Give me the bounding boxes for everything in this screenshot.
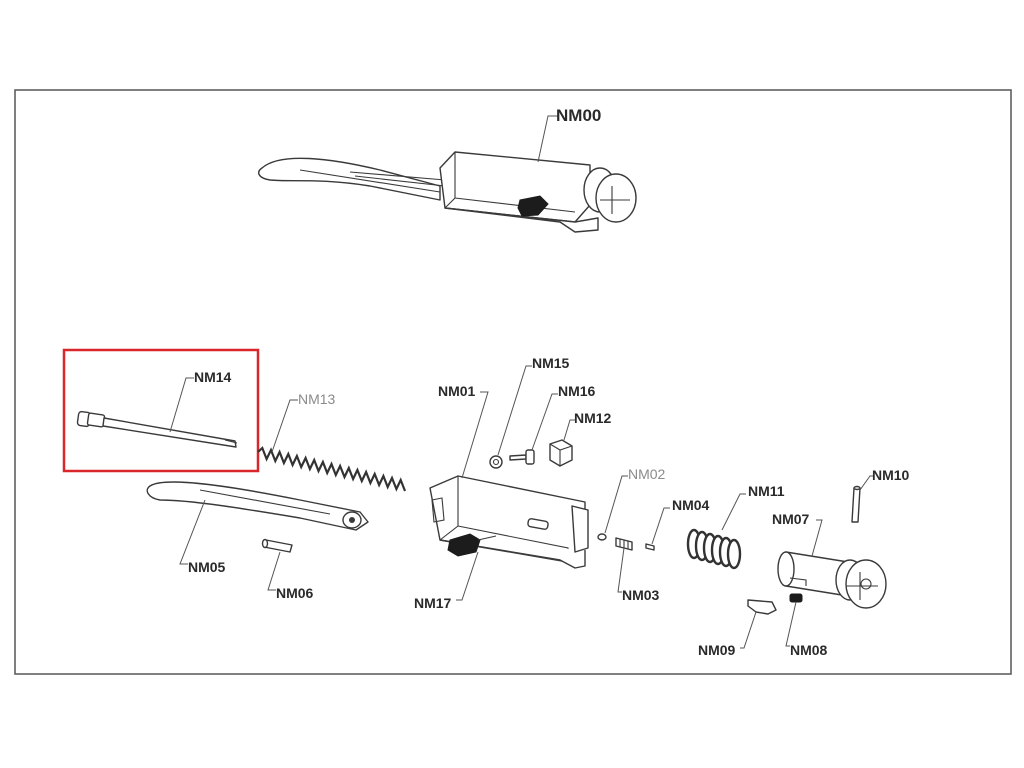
leader-nm07 bbox=[811, 519, 823, 557]
label-nm07: NM07 bbox=[772, 511, 810, 527]
label-nm03: NM03 bbox=[622, 587, 660, 603]
label-nm16: NM16 bbox=[558, 383, 596, 399]
part-nm16-screw bbox=[509, 449, 535, 465]
part-nm13-spring bbox=[257, 446, 407, 492]
leader-nm17 bbox=[456, 551, 479, 601]
part-nm12-block bbox=[549, 439, 573, 467]
label-nm00: NM00 bbox=[556, 106, 601, 125]
label-nm09: NM09 bbox=[698, 642, 736, 658]
label-nm15: NM15 bbox=[532, 355, 570, 371]
part-nm00-assembly bbox=[258, 151, 637, 233]
leader-nm05 bbox=[179, 499, 206, 565]
part-nm17-knob bbox=[447, 533, 497, 557]
label-nm04: NM04 bbox=[672, 497, 710, 513]
leader-nm13 bbox=[271, 399, 298, 453]
leader-nm14 bbox=[169, 377, 194, 433]
leader-nm01 bbox=[461, 391, 489, 479]
leader-nm02 bbox=[604, 475, 628, 534]
part-nm06-pin bbox=[261, 538, 293, 553]
leader-nm09 bbox=[740, 611, 757, 649]
label-nm14: NM14 bbox=[194, 369, 232, 385]
leader-nm00 bbox=[537, 115, 558, 163]
part-nm09-extractor bbox=[747, 599, 777, 615]
leader-nm11 bbox=[721, 493, 746, 531]
leader-nm08 bbox=[785, 601, 797, 647]
leader-nm10 bbox=[859, 475, 874, 491]
leader-nm12 bbox=[563, 419, 576, 441]
label-nm13: NM13 bbox=[298, 391, 336, 407]
leader-nm04 bbox=[651, 507, 670, 545]
label-nm02: NM02 bbox=[628, 466, 666, 482]
label-nm05: NM05 bbox=[188, 559, 226, 575]
label-nm11: NM11 bbox=[748, 483, 785, 499]
leader-nm16 bbox=[531, 393, 558, 451]
part-nm14-firing-pin bbox=[76, 410, 238, 448]
leader-nm06 bbox=[267, 551, 281, 591]
part-nm02-ball bbox=[597, 533, 607, 541]
label-nm01: NM01 bbox=[438, 383, 476, 399]
part-nm08-spring bbox=[789, 593, 803, 603]
part-nm07-bolt-head bbox=[777, 551, 887, 609]
label-nm12: NM12 bbox=[574, 410, 612, 426]
leader-nm15 bbox=[497, 365, 532, 456]
label-nm08: NM08 bbox=[790, 642, 828, 658]
part-nm04-pin bbox=[645, 543, 655, 551]
part-nm15-washer bbox=[489, 455, 503, 469]
part-nm10-pin bbox=[851, 485, 861, 523]
highlight-box-nm14 bbox=[62, 348, 260, 473]
label-nm06: NM06 bbox=[276, 585, 314, 601]
label-nm17: NM17 bbox=[414, 595, 452, 611]
part-nm15-washer-hole bbox=[492, 458, 500, 466]
part-nm05-handle bbox=[146, 481, 369, 531]
label-nm10: NM10 bbox=[872, 467, 910, 483]
part-nm11-coil-spring bbox=[686, 528, 742, 570]
part-nm03-plunger bbox=[615, 537, 633, 551]
nm11-coil-turn bbox=[726, 538, 742, 570]
leader-nm03 bbox=[617, 547, 625, 593]
